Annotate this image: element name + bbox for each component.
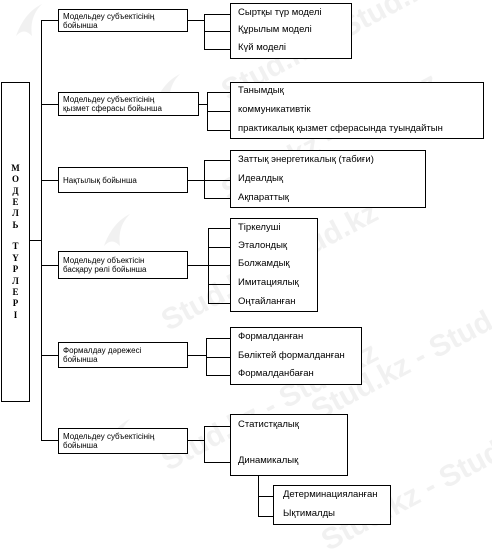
connector xyxy=(208,247,230,248)
item-label: Эталондық xyxy=(238,240,288,251)
category-label: қызмет сферасы бойынша xyxy=(63,104,162,113)
title-letter: Ү xyxy=(12,252,19,263)
connector xyxy=(208,265,230,266)
items-box xyxy=(230,150,426,208)
category-label: Модельдеу субъектісінің xyxy=(63,95,155,104)
connector xyxy=(188,355,206,356)
title-letter: Е xyxy=(12,286,19,297)
connector xyxy=(258,496,273,497)
connector xyxy=(188,440,204,441)
title-letter: О xyxy=(11,174,19,185)
connector xyxy=(30,240,41,241)
title-letter: Л xyxy=(12,275,19,286)
connector xyxy=(41,265,58,266)
item-label: Формалданған xyxy=(238,331,304,342)
connector xyxy=(206,338,207,375)
connector xyxy=(199,104,207,105)
item-label: Танымдық xyxy=(238,85,284,96)
category-label: бойынша xyxy=(63,441,98,450)
title-letter: Д xyxy=(12,185,19,196)
connector xyxy=(204,180,230,181)
item-label: Тіркелуші xyxy=(238,222,281,233)
connector xyxy=(204,49,230,50)
connector xyxy=(41,104,58,105)
connector xyxy=(41,20,58,21)
category-label: Модельдеу субъектісінің xyxy=(63,432,155,441)
items-box xyxy=(230,82,484,139)
title-letter: Р xyxy=(12,264,19,275)
item-label: Ақпараттық xyxy=(238,192,289,203)
category-label: Модельдеу объектісін xyxy=(63,256,145,265)
connector xyxy=(207,111,230,112)
connector xyxy=(208,228,230,229)
category-label: Нақтылық бойынша xyxy=(63,175,137,185)
connector xyxy=(204,198,230,199)
connector xyxy=(204,160,205,198)
main-spine xyxy=(41,20,42,440)
connector xyxy=(204,462,230,463)
items-box xyxy=(230,3,352,59)
item-label: Бөліктей формалданған xyxy=(238,350,345,361)
item-label: практикалық қызмет сферасында туындайтын xyxy=(238,123,443,134)
item-label: Имитациялық xyxy=(238,277,299,288)
title-letter: Ь xyxy=(12,219,19,230)
item-label: Статистқалық xyxy=(238,419,299,430)
item-label: Сыртқы түр моделі xyxy=(238,7,322,18)
title-letter: Т xyxy=(12,241,19,252)
items-box xyxy=(230,218,318,312)
connector xyxy=(206,338,230,339)
category-label: Формалдау дәрежесі xyxy=(63,346,142,355)
connector xyxy=(204,31,230,32)
connector xyxy=(204,426,205,462)
connector xyxy=(258,516,273,517)
subitems-box xyxy=(273,485,391,525)
item-label: Оңтайланған xyxy=(238,296,296,307)
connector xyxy=(41,355,58,356)
item-label: Болжамдық xyxy=(238,258,290,269)
category-label: Модельдеу субъектісінің xyxy=(63,11,155,21)
category-label: бойынша xyxy=(63,20,98,30)
item-label: коммуникативтік xyxy=(238,104,311,115)
connector xyxy=(206,357,230,358)
subitem-label: Ықтималды xyxy=(283,508,335,519)
title-letter: І xyxy=(13,309,18,320)
title-box: М О Д Е Л Ь Т Ү Р Л Е Р І xyxy=(1,82,30,402)
item-label: Динамикалық xyxy=(238,455,299,466)
connector xyxy=(206,375,230,376)
category-box: Нақтылық бойынша xyxy=(58,167,188,193)
connector xyxy=(41,180,58,181)
connector xyxy=(204,14,230,15)
title-letter: Л xyxy=(12,208,19,219)
connector xyxy=(204,160,230,161)
item-label: Күй моделі xyxy=(238,42,287,53)
watermark-bird-icon xyxy=(104,214,130,246)
items-box xyxy=(230,327,362,385)
title-letter: Е xyxy=(12,197,19,208)
category-label: бойынша xyxy=(63,355,98,364)
connector xyxy=(207,92,230,93)
connector xyxy=(188,180,204,181)
connector xyxy=(188,265,208,266)
item-label: Құрылым моделі xyxy=(238,24,312,35)
title-letter: М xyxy=(11,162,20,173)
item-label: Заттық энергетикалық (табиғи) xyxy=(238,154,374,165)
items-box xyxy=(230,414,348,476)
item-label: Идеалдық xyxy=(238,173,284,184)
item-label: Формалданбаған xyxy=(238,368,314,379)
connector xyxy=(207,130,230,131)
connector xyxy=(208,284,230,285)
connector xyxy=(188,20,204,21)
subitem-label: Детерминацияланған xyxy=(283,489,378,500)
connector xyxy=(41,440,58,441)
connector xyxy=(208,303,230,304)
title-letter: Р xyxy=(12,298,19,309)
connector xyxy=(204,426,230,427)
category-label: басқару рөлі бойынша xyxy=(63,265,147,274)
